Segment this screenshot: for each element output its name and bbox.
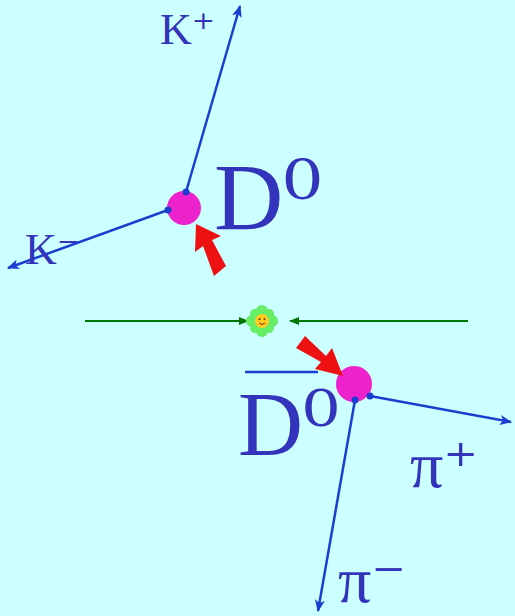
beam-arrow <box>290 320 468 322</box>
track-dot <box>165 207 172 214</box>
track-dot <box>367 393 374 400</box>
decay-vertex <box>167 191 201 225</box>
collision-flower <box>246 305 278 337</box>
particle-label: D⁰ <box>238 380 339 470</box>
beam-arrow <box>85 320 248 322</box>
track-dot <box>183 189 190 196</box>
particle-label: π⁻ <box>338 547 406 613</box>
particle-label: π⁺ <box>410 432 478 498</box>
antiparticle-bar <box>245 371 318 374</box>
track-dot <box>352 397 359 404</box>
momentum-arrow <box>296 336 343 376</box>
particle-label: K⁺ <box>160 8 215 52</box>
particle-label: K⁻ <box>25 228 80 272</box>
piplus-track <box>370 396 511 422</box>
particle-label: D⁰ <box>214 150 322 246</box>
